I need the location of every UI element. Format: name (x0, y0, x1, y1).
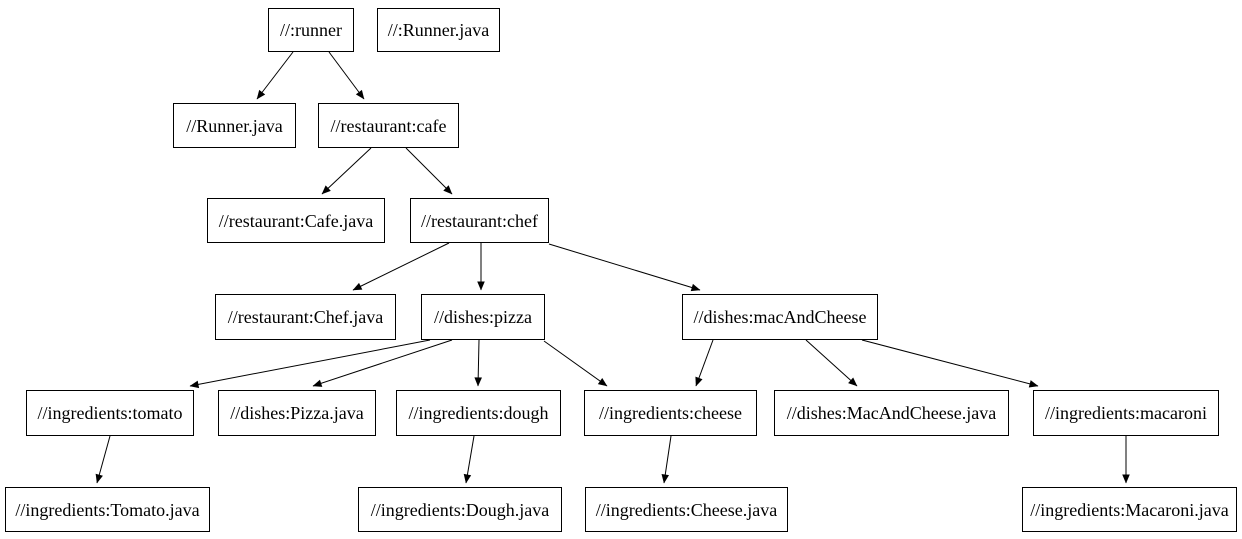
graph-node-label: //ingredients:dough (408, 403, 549, 423)
graph-node-label: //ingredients:Tomato.java (15, 499, 200, 520)
graph-node-runner-java: //Runner.java (173, 103, 296, 148)
edge-chef-to-chef-java (352, 242, 450, 291)
graph-node-tomato: //ingredients:tomato (26, 390, 194, 436)
graph-node-label: //restaurant:Cafe.java (218, 210, 374, 231)
graph-node-label: //Runner.java (186, 115, 283, 136)
graph-node-cheese: //ingredients:cheese (584, 390, 757, 436)
edge-mac-and-cheese-to-mac-and-cheese-java (805, 339, 858, 387)
edges-group (95, 51, 1130, 484)
graph-node-runner-java-root: //:Runner.java (377, 8, 500, 52)
graph-node-dough-java: //ingredients:Dough.java (358, 487, 562, 532)
edge-runner-to-cafe (328, 51, 365, 100)
graph-node-cafe-java: //restaurant:Cafe.java (207, 198, 385, 243)
graph-node-label: //restaurant:cafe (330, 115, 447, 136)
graph-node-label: //:Runner.java (387, 20, 490, 40)
graph-node-label: //dishes:pizza (434, 307, 532, 327)
graph-node-pizza: //dishes:pizza (421, 294, 545, 340)
edge-mac-and-cheese-to-cheese (695, 339, 714, 387)
edge-pizza-to-tomato (189, 339, 431, 389)
graph-node-cafe: //restaurant:cafe (318, 103, 459, 148)
graph-node-label: //ingredients:Macaroni.java (1030, 499, 1229, 520)
edge-cheese-to-cheese-java (661, 435, 672, 484)
edge-cafe-to-cafe-java (321, 147, 372, 195)
graph-node-macaroni-java: //ingredients:Macaroni.java (1022, 487, 1237, 532)
graph-node-mac-and-cheese: //dishes:macAndCheese (682, 294, 878, 340)
graph-node-dough: //ingredients:dough (396, 390, 561, 436)
edge-pizza-to-pizza-java (312, 339, 453, 387)
graph-node-pizza-java: //dishes:Pizza.java (218, 390, 376, 436)
edge-pizza-to-cheese (543, 340, 608, 387)
edge-pizza-to-dough (474, 339, 482, 387)
graph-node-mac-and-cheese-java: //dishes:MacAndCheese.java (774, 390, 1009, 436)
graph-node-label: //restaurant:chef (421, 210, 538, 231)
graph-node-label: //dishes:macAndCheese (693, 307, 867, 327)
graph-node-label: //ingredients:Dough.java (370, 499, 550, 520)
graph-node-cheese-java: //ingredients:Cheese.java (585, 487, 788, 532)
graph-node-label: //ingredients:cheese (599, 403, 742, 423)
graph-node-label: //:runner (280, 20, 342, 40)
graph-node-label: //ingredients:tomato (37, 403, 183, 423)
graph-node-chef: //restaurant:chef (410, 198, 549, 243)
graph-node-label: //restaurant:Chef.java (227, 307, 384, 327)
edge-runner-to-runner-java (256, 51, 294, 100)
edge-tomato-to-tomato-java (95, 435, 111, 484)
graph-node-runner: //:runner (268, 8, 354, 52)
graph-node-macaroni: //ingredients:macaroni (1033, 390, 1219, 436)
graph-node-label: //ingredients:macaroni (1045, 403, 1207, 423)
graph-node-chef-java: //restaurant:Chef.java (215, 294, 396, 340)
graph-node-label: //dishes:MacAndCheese.java (786, 403, 997, 423)
edge-mac-and-cheese-to-macaroni (861, 339, 1039, 388)
edge-chef-to-mac-and-cheese (548, 243, 701, 292)
edge-dough-to-dough-java (463, 435, 475, 484)
edge-cafe-to-chef (405, 147, 453, 195)
graph-node-label: //dishes:Pizza.java (230, 403, 364, 423)
graph-node-label: //ingredients:Cheese.java (595, 499, 778, 520)
graph-node-tomato-java: //ingredients:Tomato.java (5, 487, 210, 532)
